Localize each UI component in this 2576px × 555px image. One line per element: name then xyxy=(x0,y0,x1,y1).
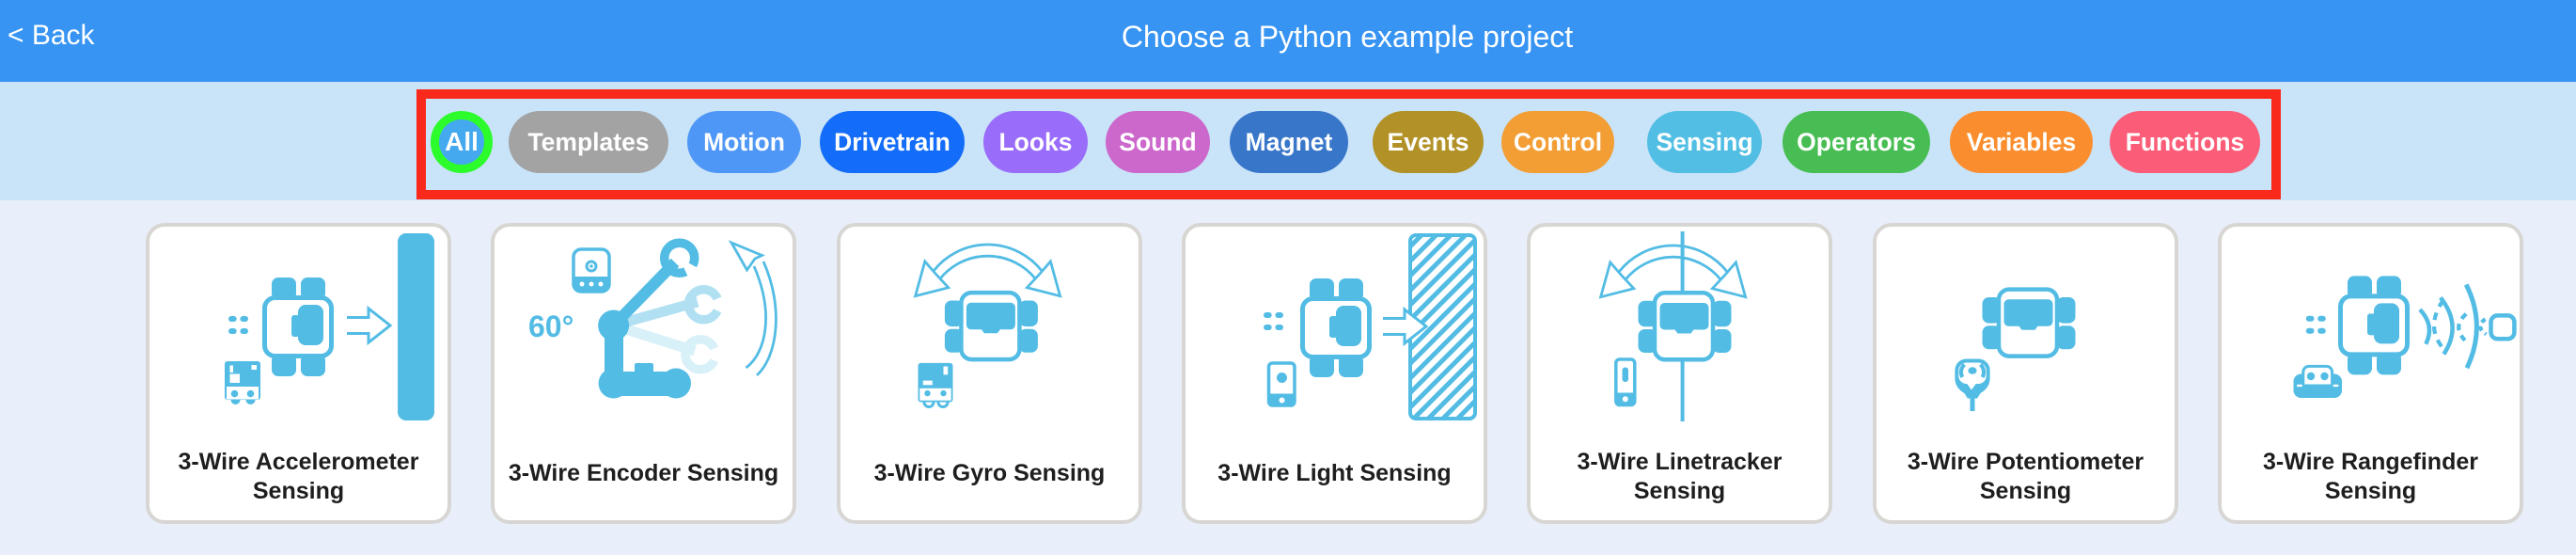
svg-text:60°: 60° xyxy=(528,309,573,343)
